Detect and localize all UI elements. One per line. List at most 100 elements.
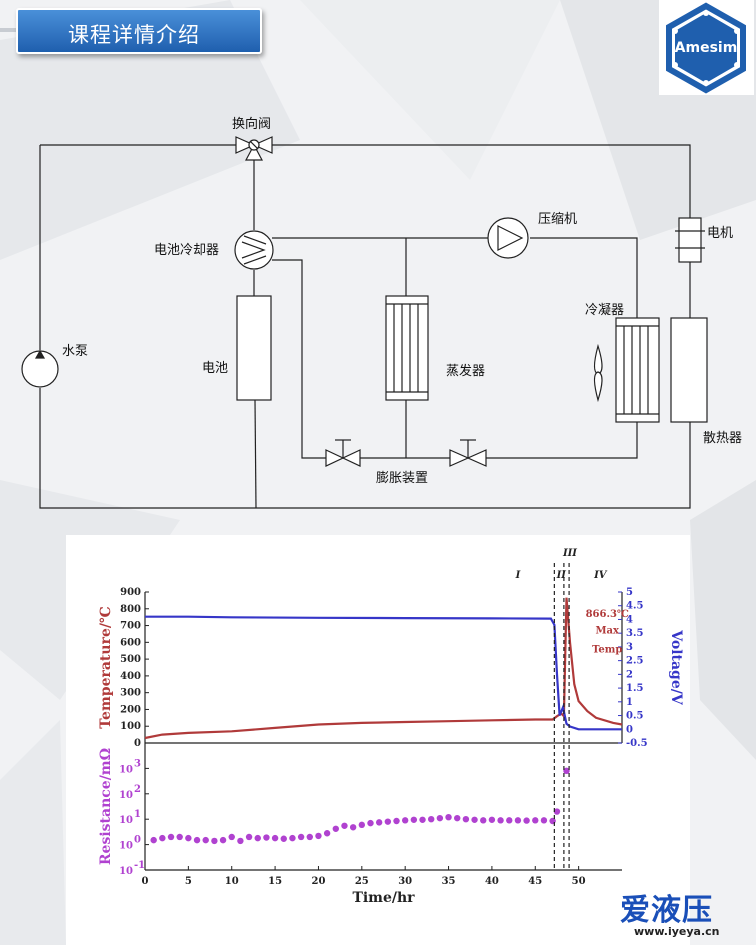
coolant-loop-line <box>39 144 691 509</box>
resistance-point <box>167 833 175 841</box>
resistance-point <box>471 816 478 823</box>
y-left-tick-label: 800 <box>120 604 141 615</box>
x-tick-label: 25 <box>355 876 369 887</box>
resistance-point <box>436 814 444 822</box>
label-compressor: 压缩机 <box>538 211 577 227</box>
resistance-point <box>228 833 235 841</box>
y-bottom-tick-base: 10 <box>119 815 133 826</box>
y-right-tick-label: 4 <box>626 614 633 625</box>
battery-icon <box>236 295 272 401</box>
resistance-point <box>428 816 435 823</box>
y-right-tick-label: 0 <box>626 724 633 735</box>
label-evaporator: 蒸发器 <box>446 363 485 379</box>
x-tick-label: 40 <box>485 876 499 887</box>
resistance-point <box>419 816 426 823</box>
x-tick-label: 45 <box>528 876 542 887</box>
resistance-point <box>202 836 209 844</box>
resistance-point <box>263 834 270 841</box>
y-left-tick-label: 0 <box>134 738 141 749</box>
resistance-point <box>315 832 322 840</box>
y-bottom-tick-exp: 0 <box>134 835 141 846</box>
y-bottom-tick-exp: 3 <box>134 758 141 769</box>
y-left-tick-label: 600 <box>120 637 141 648</box>
watermark: 爱液压 www.iyeya.cn <box>620 885 752 943</box>
resistance-point <box>462 816 470 823</box>
stage-label: I <box>515 570 521 581</box>
section-title-banner: 课程详情介绍 <box>16 8 262 54</box>
resistance-point <box>506 817 513 824</box>
annotation-line2: Temp <box>592 644 622 655</box>
series-voltage-line <box>145 615 622 731</box>
expansion-valve-2-icon <box>449 439 487 467</box>
motor-icon <box>675 217 705 263</box>
refrigerant-high-line <box>272 237 638 318</box>
y-right-axis-label: Voltage/V <box>668 629 684 706</box>
y-bottom-tick-exp: 2 <box>134 784 141 795</box>
y-right-tick-label: 2.5 <box>626 656 643 667</box>
x-tick-label: 5 <box>185 876 192 887</box>
condenser-icon <box>615 317 660 423</box>
label-motor: 电机 <box>707 226 733 241</box>
resistance-point <box>540 817 548 824</box>
label-battery: 电池 <box>202 361 228 376</box>
resistance-point <box>401 817 409 824</box>
resistance-point <box>454 814 461 822</box>
stage-label: IV <box>593 570 608 581</box>
resistance-point <box>410 816 418 823</box>
resistance-point <box>384 818 392 825</box>
stage-label: III <box>562 548 577 559</box>
label-expansion-device: 膨胀装置 <box>376 471 428 486</box>
x-tick-label: 20 <box>311 876 325 887</box>
resistance-point <box>445 813 452 821</box>
resistance-point <box>563 767 570 775</box>
x-tick-label: 0 <box>142 876 149 887</box>
y-bottom-tick-exp: -1 <box>134 860 145 871</box>
y-left-tick-label: 400 <box>120 671 141 682</box>
x-tick-label: 30 <box>398 876 412 887</box>
y-left-axis-label: Temperature/℃ <box>98 606 114 729</box>
resistance-point <box>523 817 530 824</box>
y-right-tick-label: -0.5 <box>626 738 648 749</box>
resistance-point <box>375 819 383 826</box>
resistance-point <box>367 819 374 827</box>
watermark-brand: 爱液压 <box>620 893 713 928</box>
refrigerant-low-line <box>272 259 638 459</box>
stage-label: II <box>556 570 567 581</box>
y-right-tick-label: 4.5 <box>626 601 643 612</box>
y-right-tick-label: 0.5 <box>626 711 643 722</box>
fan-icon <box>593 343 603 403</box>
expansion-valve-1-icon <box>325 439 361 467</box>
y-right-tick-label: 2 <box>626 669 633 680</box>
y-right-tick-label: 3.5 <box>626 628 643 639</box>
battery-chiller-icon <box>234 230 274 270</box>
series-temperature-line <box>144 597 623 740</box>
page-title: 课程详情介绍 <box>68 23 200 47</box>
y-left-tick-label: 100 <box>120 721 141 732</box>
thermal-system-diagram: 换向阀 电池冷却器 压缩机 电机 冷凝器 水泵 电池 蒸发器 散热器 膨胀装置 <box>21 116 742 509</box>
compressor-icon <box>487 217 529 259</box>
battery-return-line <box>254 399 257 509</box>
label-reversing-valve: 换向阀 <box>232 116 271 132</box>
annotation-value: 866.3℃ <box>586 609 629 620</box>
watermark-url: www.iyeya.cn <box>634 925 720 938</box>
resistance-point <box>393 817 400 825</box>
resistance-point <box>237 837 244 845</box>
resistance-point <box>289 834 296 842</box>
resistance-point <box>341 822 348 829</box>
resistance-point <box>514 817 522 824</box>
resistance-point <box>219 836 227 844</box>
resistance-point <box>480 817 487 824</box>
y-left-tick-label: 700 <box>120 621 141 632</box>
resistance-point <box>271 834 279 842</box>
label-condenser: 冷凝器 <box>585 302 624 318</box>
y-left-tick-label: 200 <box>120 704 141 715</box>
resistance-point <box>150 836 157 844</box>
y-bottom-tick-base: 10 <box>119 764 133 775</box>
reversing-valve-icon <box>235 136 273 161</box>
resistance-point <box>553 808 561 815</box>
resistance-point <box>254 834 261 842</box>
amesim-logo: Amesim <box>659 0 754 95</box>
resistance-point <box>297 833 305 841</box>
y-bottom-tick-base: 10 <box>119 790 133 801</box>
